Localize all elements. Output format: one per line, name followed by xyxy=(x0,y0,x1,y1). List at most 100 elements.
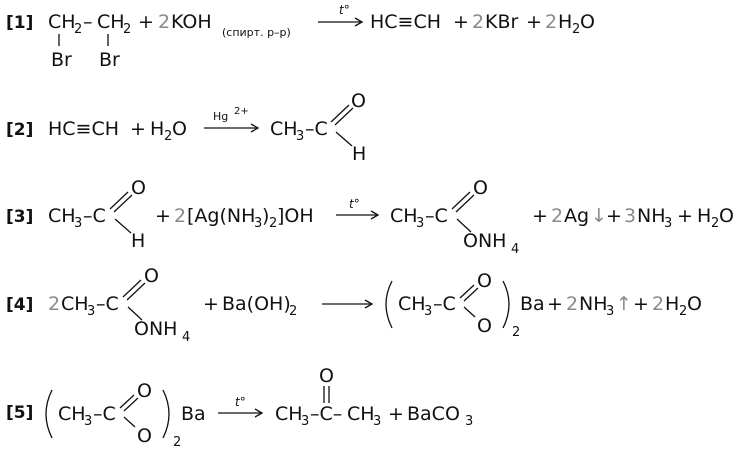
r3-h2o-h: H xyxy=(697,205,711,227)
r4-h2o-sub2: 2 xyxy=(679,304,687,319)
h2o-2-sub: 2 xyxy=(164,129,172,144)
r4-inner-o-top: O xyxy=(477,270,492,292)
r3-h2o-sub2: 2 xyxy=(711,216,719,231)
br-2: Br xyxy=(99,49,120,71)
r5-acetone-o: O xyxy=(319,365,334,387)
r3-h2o-o: O xyxy=(719,205,734,227)
r4-sub3: 3 xyxy=(87,304,95,319)
reaction-2: [2] HC≡CH + H 2 O Hg 2+ CH 3 –C O H xyxy=(6,90,366,165)
r3-c: –C xyxy=(83,205,106,227)
r5-co-a xyxy=(119,394,135,409)
solvent: (спирт. р–р) xyxy=(222,26,291,39)
ch2-1: CH xyxy=(48,11,76,33)
r4-o-bond xyxy=(127,306,143,321)
r4-o: O xyxy=(144,265,159,287)
down-arrow-icon: ↓ xyxy=(591,205,607,227)
r4-baoh-sub2: 2 xyxy=(289,304,297,319)
r3-coef-nh3: 3 xyxy=(624,205,636,227)
r3-plus-b: + xyxy=(532,205,548,227)
r4-plus-c: + xyxy=(633,293,649,315)
br-1: Br xyxy=(51,49,72,71)
r5-co-b xyxy=(123,397,139,412)
reaction-3-label: [3] xyxy=(6,207,33,227)
acetaldehyde-sub: 3 xyxy=(296,129,304,144)
r5-bracket-sub2: 2 xyxy=(173,435,181,450)
r4-onh: ONH xyxy=(134,318,177,340)
r5-baco: BaCO xyxy=(407,403,460,425)
r3-plus-d: + xyxy=(677,205,693,227)
reaction-4-label: [4] xyxy=(6,295,33,315)
h2o-2-h: H xyxy=(150,118,164,140)
r3-acetate-o-bond xyxy=(456,218,472,233)
reaction-1: [1] CH 2 – CH 2 Br Br + 2 KOH (спирт. р–… xyxy=(6,3,595,71)
r3-co-a xyxy=(109,191,129,210)
condition-3: t° xyxy=(349,197,360,211)
r3-ch: CH xyxy=(48,205,76,227)
condition-5: t° xyxy=(235,395,246,409)
r5-acetone-sub3-b: 3 xyxy=(373,414,381,429)
coef-koh: 2 xyxy=(158,11,170,33)
r5-acetone-c: –C– xyxy=(310,403,342,425)
h2o-1-sub: 2 xyxy=(572,22,580,37)
r3-coef-ag: 2 xyxy=(174,205,186,227)
reaction-5: [5] CH 3 –C O O 2 Ba t° CH 3 –C– O CH 3 … xyxy=(6,365,473,450)
r4-bracket-right xyxy=(502,280,510,329)
co-double-a xyxy=(330,104,350,123)
r4-inner-o-bottom: O xyxy=(477,315,492,337)
ch2-1-sub: 2 xyxy=(74,22,82,37)
r4-co-b xyxy=(126,282,146,301)
condition-1: t° xyxy=(339,3,350,17)
r4-plus-b: + xyxy=(547,293,563,315)
arrow-5-head xyxy=(254,408,264,418)
r3-acetate-sub3: 3 xyxy=(416,216,424,231)
r4-coef: 2 xyxy=(48,293,60,315)
coef-kbr: 2 xyxy=(472,11,484,33)
r4-inner-o-bond xyxy=(463,306,476,318)
r3-silver-sub3: 3 xyxy=(254,216,262,231)
r3-silver-close: ]OH xyxy=(277,205,314,227)
aldehyde-h: H xyxy=(352,143,366,165)
koh: KOH xyxy=(171,11,212,33)
r3-nh-sub3: 3 xyxy=(664,216,672,231)
reaction-2-label: [2] xyxy=(6,120,33,140)
r4-inner-co-a xyxy=(459,284,475,299)
r5-bracket-right xyxy=(162,389,170,439)
r4-inner-sub3: 3 xyxy=(424,304,432,319)
r3-plus-a: + xyxy=(155,205,171,227)
arrow-3-head xyxy=(370,210,380,220)
acetaldehyde-ch: CH xyxy=(270,118,298,140)
r4-bracket-left xyxy=(385,280,393,329)
r5-o-bottom: O xyxy=(137,425,152,447)
arrow-1-head xyxy=(354,17,364,27)
r4-sub4: 4 xyxy=(182,330,190,345)
r4-co-a xyxy=(122,279,142,298)
r3-acetate-ch: CH xyxy=(390,205,418,227)
r3-acetate-co-b xyxy=(455,194,475,213)
reaction-1-label: [1] xyxy=(6,13,33,33)
reaction-3: [3] CH 3 –C O H + 2 [Ag(NH 3 ) 2 ]OH t° … xyxy=(6,177,734,257)
r4-bracket-sub2: 2 xyxy=(512,325,520,340)
r5-o-bond xyxy=(123,416,136,428)
r3-acetate-co-a xyxy=(451,191,471,210)
r4-coef-h2o: 2 xyxy=(652,293,664,315)
r5-acetone-ch-a: CH xyxy=(275,403,303,425)
h2o-1-h: H xyxy=(558,11,572,33)
r3-sub3: 3 xyxy=(74,216,82,231)
r3-plus-c: + xyxy=(606,205,622,227)
r5-c: –C xyxy=(93,403,116,425)
r4-baoh: Ba(OH) xyxy=(222,293,291,315)
r3-acetate-onh: ONH xyxy=(463,230,506,252)
plus-1a: + xyxy=(138,11,154,33)
coef-h2o-1: 2 xyxy=(545,11,557,33)
r5-sub3: 3 xyxy=(84,414,92,429)
acetaldehyde-c: –C xyxy=(305,118,328,140)
r3-acetate-sub4: 4 xyxy=(511,242,519,257)
r5-ba: Ba xyxy=(181,403,206,425)
acetylene-2: HC≡CH xyxy=(48,118,119,140)
aldehyde-o: O xyxy=(351,90,366,112)
ch2-bond: – xyxy=(83,11,93,33)
r5-acetone-sub3-a: 3 xyxy=(301,414,309,429)
r3-acetate-o: O xyxy=(473,177,488,199)
r3-acetate-c: –C xyxy=(425,205,448,227)
